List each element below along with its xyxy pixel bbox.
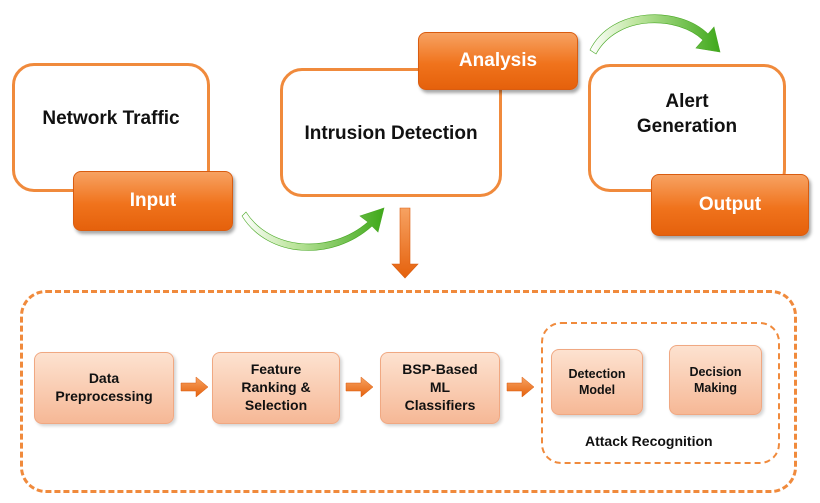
bsp-classifiers-step: BSP-Based ML Classifiers — [380, 352, 500, 424]
right-arrow-icon — [180, 376, 209, 398]
curved-arrow-icon — [589, 14, 721, 55]
analysis-label: Analysis — [458, 50, 538, 71]
input-tag: Input — [73, 171, 233, 231]
attack-recognition-container — [541, 322, 780, 464]
alert-generation-box: Alert Generation — [588, 64, 786, 192]
output-tag: Output — [651, 174, 809, 236]
intrusion-detection-label: Intrusion Detection — [304, 123, 478, 145]
network-traffic-label: Network Traffic — [42, 108, 180, 130]
data-preprocessing-step: Data Preprocessing — [34, 352, 174, 424]
decision-making-step: Decision Making — [669, 345, 762, 415]
feature-ranking-step: Feature Ranking & Selection — [212, 352, 340, 424]
analysis-tag: Analysis — [418, 32, 578, 90]
feature-ranking-label: Feature Ranking & Selection — [241, 361, 311, 413]
right-arrow-icon — [345, 376, 374, 398]
attack-recognition-label: Attack Recognition — [585, 433, 713, 449]
detection-model-label: Detection Model — [568, 367, 626, 397]
down-arrow-icon — [391, 207, 419, 279]
detection-model-step: Detection Model — [551, 349, 643, 415]
output-label: Output — [698, 194, 762, 215]
curved-arrow-icon — [241, 207, 385, 251]
bsp-classifiers-label: BSP-Based ML Classifiers — [402, 361, 478, 413]
decision-making-label: Decision Making — [689, 365, 742, 395]
alert-generation-label: Alert Generation — [636, 91, 738, 137]
right-arrow-icon — [506, 376, 535, 398]
pipeline-container — [20, 290, 797, 493]
data-preprocessing-label: Data Preprocessing — [55, 370, 153, 404]
input-label: Input — [129, 190, 177, 211]
network-traffic-box: Network Traffic — [12, 63, 210, 192]
